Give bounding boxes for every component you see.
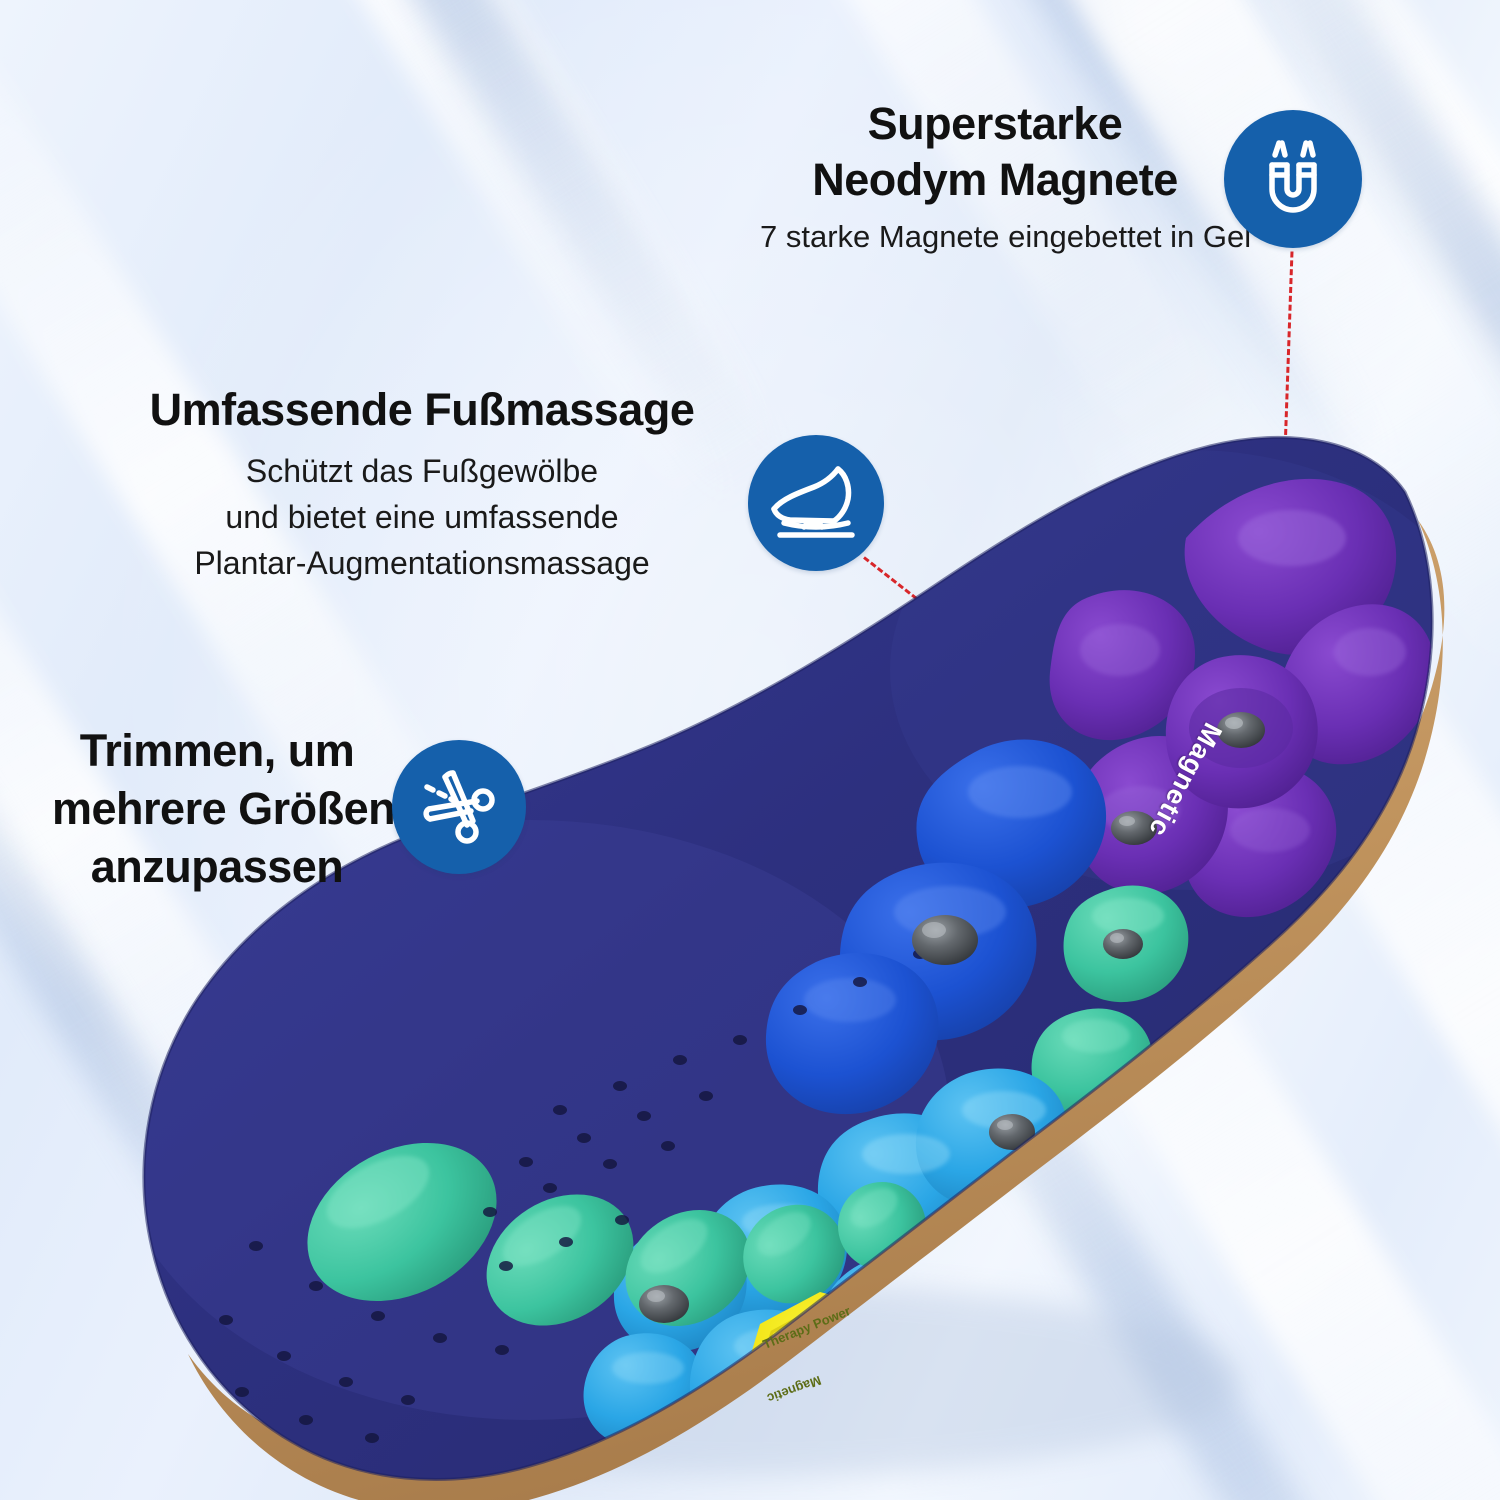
magnet-stud (1111, 811, 1157, 845)
feature-magnets-title: Superstarke Neodym Magnete (760, 96, 1230, 208)
feature-magnets: Superstarke Neodym Magnete 7 starke Magn… (760, 96, 1252, 258)
magnet-stud (639, 1285, 689, 1323)
magnet-stud (1103, 929, 1143, 959)
feature-magnets-title-line2: Neodym Magnete (812, 154, 1178, 205)
feature-massage-title-line1: Umfassende Fußmassage (149, 384, 695, 435)
magnet-stud (912, 915, 978, 965)
feature-massage-subtitle-line2: und bietet eine umfassende (225, 499, 619, 535)
insole-product-image: Magnetic Therapy Power Magnetic (60, 420, 1480, 1500)
scissors-cut-icon (392, 740, 526, 874)
feature-trim-title-line3: anzupassen (90, 841, 344, 892)
feature-massage-title: Umfassende Fußmassage (92, 382, 752, 438)
feature-massage: Umfassende Fußmassage Schützt das Fußgew… (92, 382, 752, 586)
feature-trim: Trimmen, um mehrere Größen anzupassen (52, 722, 396, 896)
foot-arch-support-icon (748, 435, 884, 571)
horseshoe-magnet-icon (1224, 110, 1362, 248)
feature-trim-title-line1: Trimmen, um (79, 725, 355, 776)
feature-massage-subtitle: Schützt das Fußgewölbe und bietet eine u… (92, 448, 752, 586)
feature-trim-title-line2: mehrere Größen (52, 783, 396, 834)
feature-massage-subtitle-line3: Plantar-Augmentationsmassage (194, 545, 650, 581)
feature-magnets-subtitle: 7 starke Magnete eingebettet in Gel (760, 216, 1252, 258)
feature-trim-title: Trimmen, um mehrere Größen anzupassen (52, 722, 396, 896)
magnet-stud (1217, 712, 1265, 748)
magnet-stud (989, 1114, 1035, 1150)
feature-magnets-title-line1: Superstarke (867, 98, 1123, 149)
perforation-holes (219, 949, 927, 1443)
arch-royal-blue-pads (765, 739, 1107, 1115)
feature-massage-subtitle-line1: Schützt das Fußgewölbe (245, 453, 599, 489)
feature-magnets-subtitle-line1: 7 starke Magnete eingebettet in Gel (760, 219, 1252, 254)
